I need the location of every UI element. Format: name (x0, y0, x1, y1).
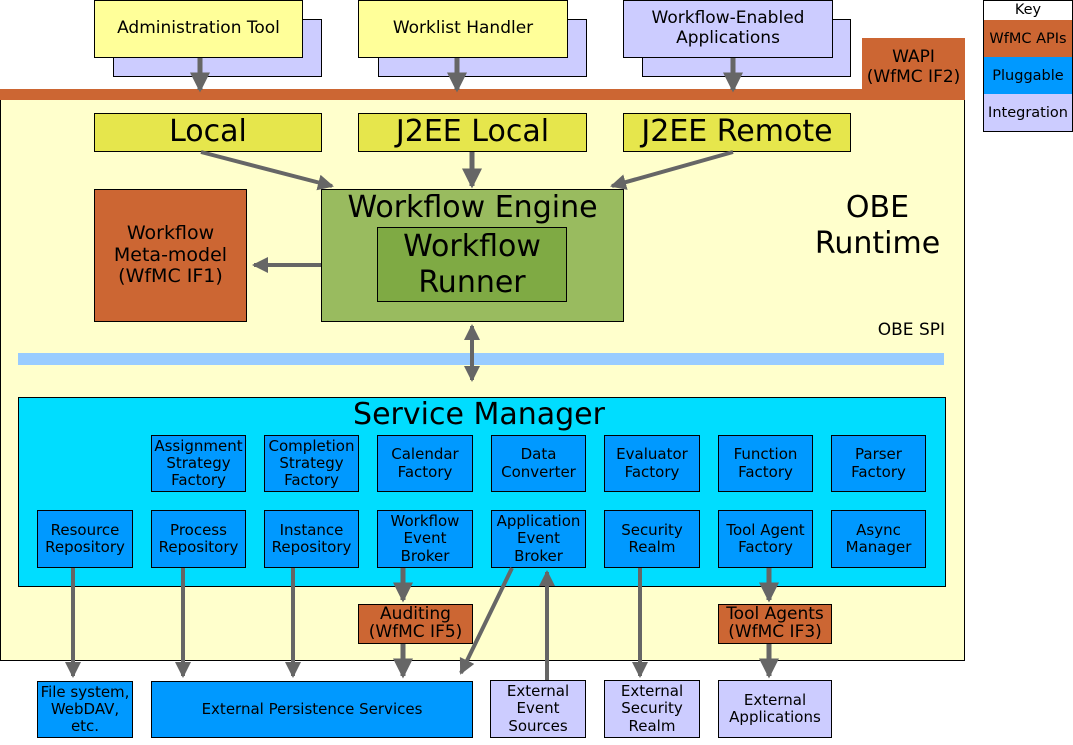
assignment-strategy-factory[interactable]: Assignment Strategy Factory (151, 435, 246, 492)
binding-j2ee-local[interactable]: J2EE Local (358, 113, 587, 152)
obe-runtime-title: OBE Runtime (814, 190, 941, 261)
instance-repository[interactable]: Instance Repository (264, 510, 359, 568)
external-applications-box[interactable]: External Applications (718, 680, 832, 738)
wapi-bar (0, 89, 965, 100)
application-event-broker[interactable]: Application Event Broker (491, 510, 586, 568)
file-system-box[interactable]: File system, WebDAV, etc. (37, 681, 133, 738)
completion-strategy-factory[interactable]: Completion Strategy Factory (264, 435, 359, 492)
obe-spi-bar (18, 353, 944, 365)
auditing-box[interactable]: Auditing (WfMC IF5) (358, 604, 473, 644)
service-manager-title: Service Manager (353, 397, 605, 432)
external-event-sources-box[interactable]: External Event Sources (490, 680, 586, 738)
process-repository[interactable]: Process Repository (151, 510, 246, 568)
key-title: Key (1014, 2, 1042, 18)
evaluator-factory[interactable]: Evaluator Factory (604, 435, 700, 492)
workflow-engine-title: Workflow Engine (347, 190, 598, 225)
binding-local[interactable]: Local (94, 113, 322, 152)
workflow-event-broker[interactable]: Workflow Event Broker (377, 510, 473, 568)
obe-spi-label: OBE SPI (877, 320, 945, 340)
binding-j2ee-remote[interactable]: J2EE Remote (623, 113, 851, 152)
workflow-runner-box[interactable]: Workflow Runner (377, 227, 567, 302)
external-security-realm-box[interactable]: External Security Realm (604, 680, 700, 738)
key-item-pluggable: Pluggable (984, 57, 1072, 94)
tool-agents-box[interactable]: Tool Agents (WfMC IF3) (718, 604, 832, 644)
tool-agent-factory[interactable]: Tool Agent Factory (718, 510, 813, 568)
security-realm[interactable]: Security Realm (604, 510, 700, 568)
parser-factory[interactable]: Parser Factory (831, 435, 926, 492)
admin-tool-box[interactable]: Administration Tool (94, 0, 303, 58)
wapi-label: WAPI (WfMC IF2) (862, 38, 965, 98)
resource-repository[interactable]: Resource Repository (37, 510, 133, 568)
function-factory[interactable]: Function Factory (718, 435, 813, 492)
key-legend: Key WfMC APIs Pluggable Integration (983, 0, 1073, 132)
key-item-integration: Integration (984, 94, 1072, 131)
workflow-meta-model-box[interactable]: Workflow Meta-model (WfMC IF1) (94, 189, 247, 322)
external-persistence-services-box[interactable]: External Persistence Services (151, 681, 473, 738)
calendar-factory[interactable]: Calendar Factory (377, 435, 473, 492)
workflow-enabled-apps-box[interactable]: Workflow-Enabled Applications (623, 0, 833, 58)
data-converter[interactable]: Data Converter (491, 435, 586, 492)
async-manager[interactable]: Async Manager (831, 510, 926, 568)
key-item-wfmc-apis: WfMC APIs (984, 20, 1072, 57)
worklist-handler-box[interactable]: Worklist Handler (358, 0, 568, 58)
